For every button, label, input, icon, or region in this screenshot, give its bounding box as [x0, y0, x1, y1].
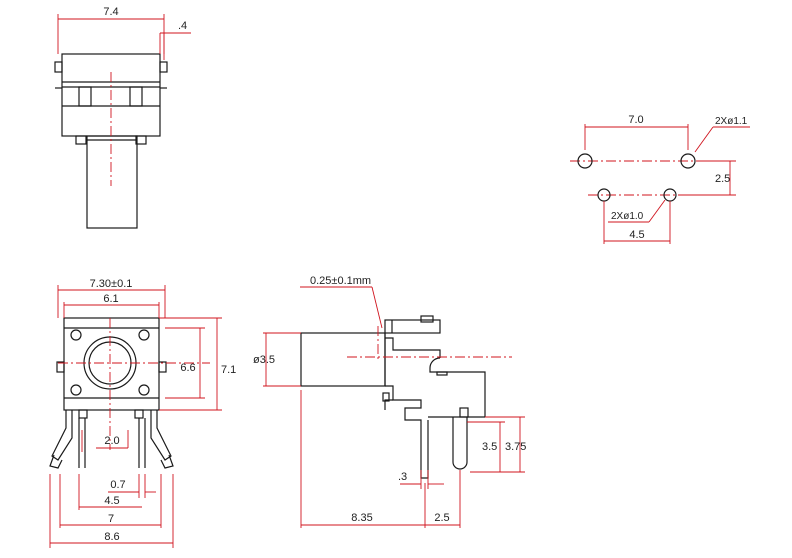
- side-view-dimensions: [263, 286, 525, 528]
- inner-height-label: 6.6: [180, 362, 195, 374]
- overall-width-label: 8.6: [104, 531, 119, 543]
- gap-label: 0.25±0.1mm: [310, 275, 371, 287]
- diameter-label: ø3.5: [253, 354, 275, 366]
- pcb-layout: 7.0 2Xø1.1 2.5 2Xø1.0 4.5: [570, 114, 750, 244]
- pcb-pitch-top-label: 7.0: [628, 114, 643, 126]
- lead-thickness-label: .3: [398, 471, 407, 483]
- small-hole-label: 2Xø1.0: [611, 211, 644, 222]
- lead-width-label: 0.7: [110, 479, 125, 491]
- top-width-label: 7.4: [103, 6, 118, 18]
- top-offset-label: .4: [178, 20, 187, 32]
- large-hole-right: [680, 153, 696, 169]
- lead-spacing-label: 2.0: [104, 435, 119, 447]
- body-length-label: 8.35: [351, 512, 372, 524]
- lead-pitch-label: 4.5: [104, 495, 119, 507]
- large-hole-left: [577, 153, 593, 169]
- top-view: 7.4 .4: [54, 6, 191, 229]
- body-height-label: 7.1: [221, 364, 236, 376]
- lead-height-total-label: 3.75: [505, 441, 526, 453]
- large-hole-label: 2Xø1.1: [715, 116, 748, 127]
- side-view: 0.25±0.1mm ø3.5 3.5 3.75 .3 8.35 2.5: [253, 275, 526, 528]
- front-view-dimensions: [49, 285, 222, 548]
- row-spacing-label: 2.5: [715, 173, 730, 185]
- top-view-width-dimension: [57, 14, 191, 60]
- pcb-pitch-bottom-label: 4.5: [629, 229, 644, 241]
- inner-width-label: 6.1: [103, 293, 118, 305]
- side-view-outline: [300, 315, 486, 479]
- front-view: 7.30±0.1 6.1 6.6 7.1 2.0 0.7 4.5 7 8.6: [49, 278, 236, 548]
- body-width-label: 7.30±0.1: [90, 278, 133, 290]
- lead-offset-label: 2.5: [434, 512, 449, 524]
- lead-outer-label: 7: [108, 513, 114, 525]
- lead-height-label: 3.5: [482, 441, 497, 453]
